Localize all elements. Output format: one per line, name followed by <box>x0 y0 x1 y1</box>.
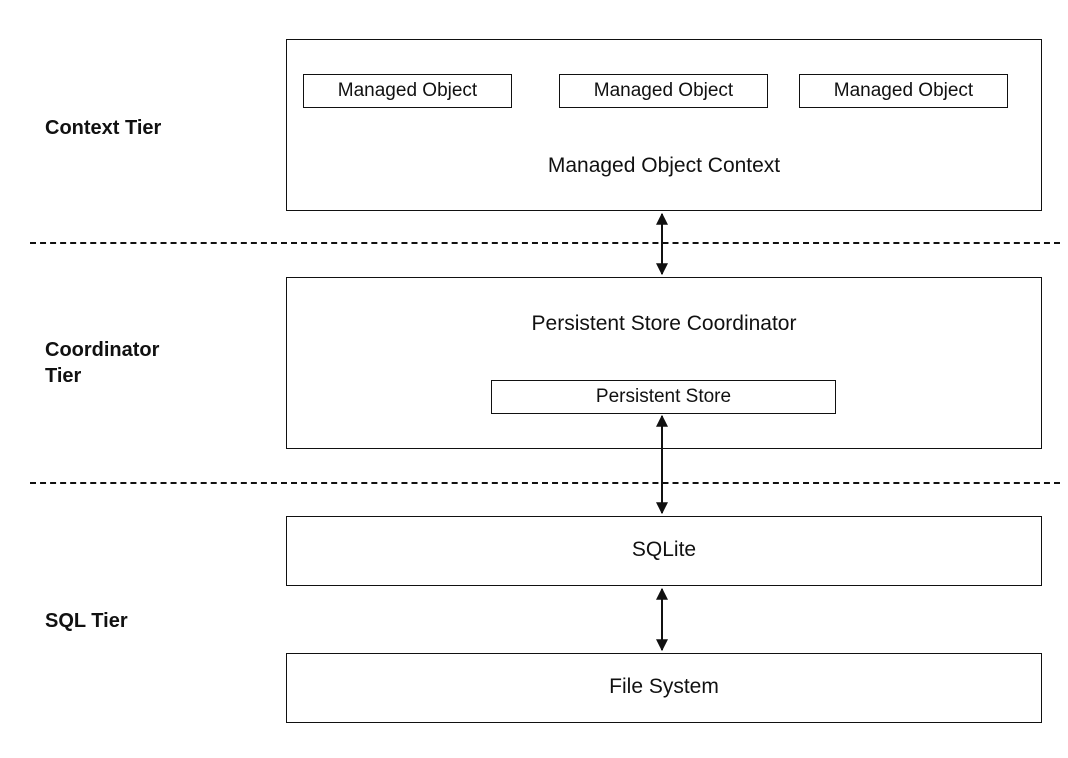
file-system-title: File System <box>609 675 719 698</box>
persistent-store-coordinator-title: Persistent Store Coordinator <box>531 312 797 335</box>
managed-object-box-1: Managed Object <box>303 74 512 108</box>
tier-divider-2 <box>30 482 1060 484</box>
context-tier-label: Context Tier <box>45 117 162 139</box>
coordinator-tier-label-line2: Tier <box>45 365 82 387</box>
sql-tier-label: SQL Tier <box>45 610 128 632</box>
tier-divider-1 <box>30 242 1060 244</box>
sqlite-box: SQLite <box>286 516 1042 586</box>
managed-object-context-box: Managed Object Managed Object Managed Ob… <box>286 39 1042 211</box>
managed-object-box-2: Managed Object <box>559 74 768 108</box>
sqlite-title: SQLite <box>631 538 697 561</box>
managed-object-box-3: Managed Object <box>799 74 1008 108</box>
persistent-store-box: Persistent Store <box>491 380 836 414</box>
managed-object-context-title: Managed Object Context <box>547 154 781 177</box>
coordinator-tier-label: Coordinator Tier <box>45 337 159 389</box>
coordinator-tier-label-line1: Coordinator <box>45 339 160 361</box>
file-system-box: File System <box>286 653 1042 723</box>
